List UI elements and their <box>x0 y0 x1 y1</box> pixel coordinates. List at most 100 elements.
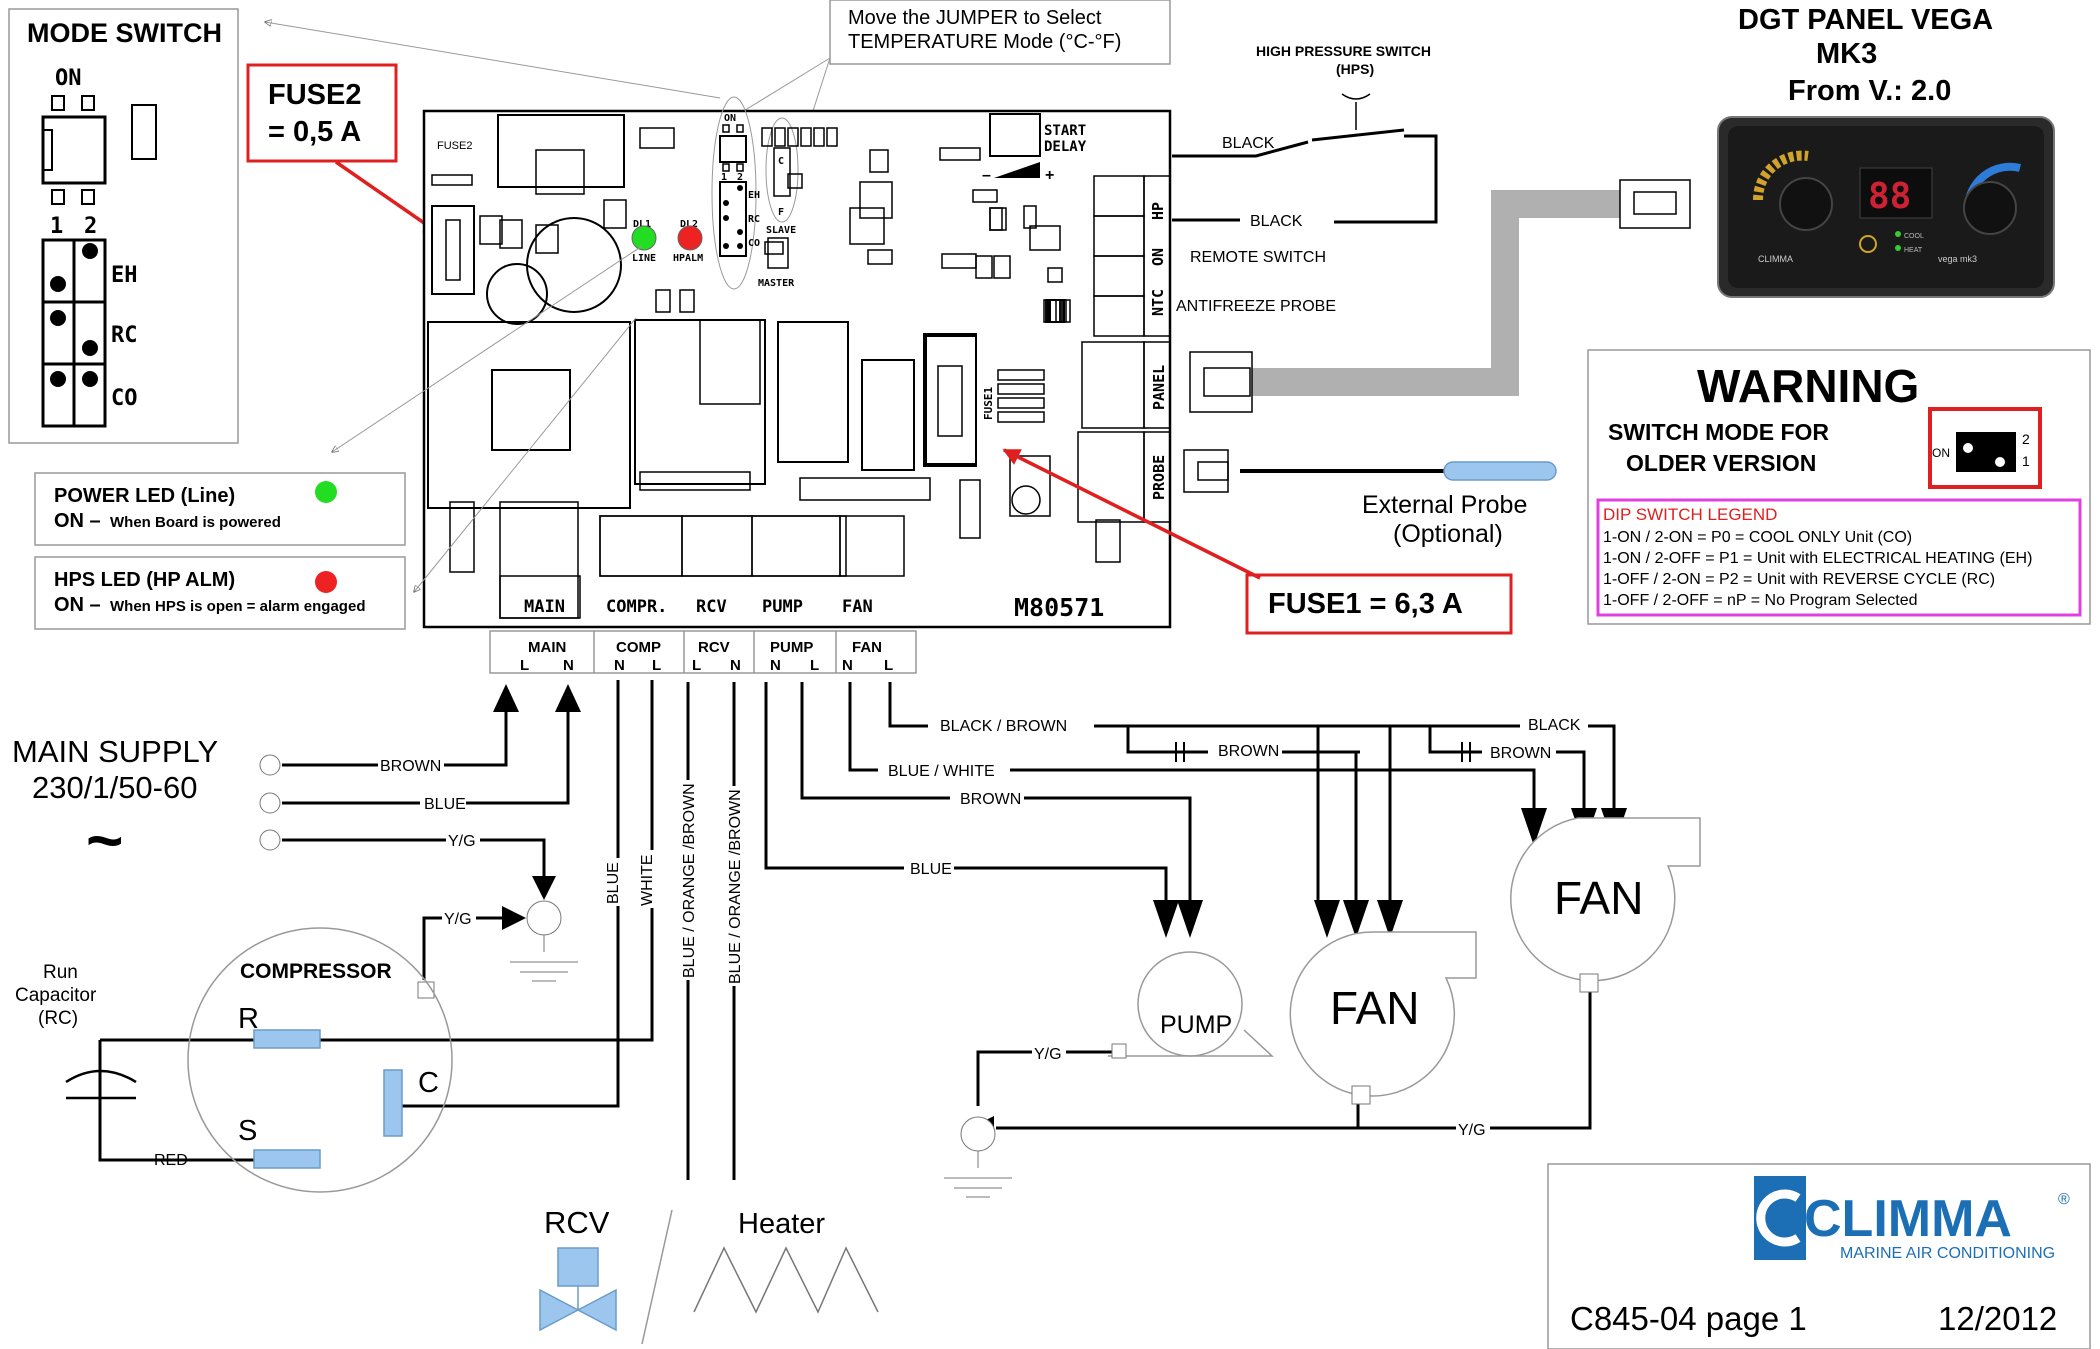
mode-switch-box: MODE SWITCH ON 1 2 EH RC CO <box>8 8 239 444</box>
heater-label: Heater <box>738 1208 825 1240</box>
comp-yg: Y/G <box>444 911 472 928</box>
board-hpalm-label: HPALM <box>673 253 703 264</box>
panel-title-3: From V.: 2.0 <box>1788 75 1951 107</box>
pcb-board: FUSE2 <box>422 96 1172 629</box>
board-on-label: ON <box>1149 248 1167 266</box>
term-main-l: L <box>520 657 529 674</box>
board-dip-co: CO <box>748 238 760 249</box>
board-ntc-label: NTC <box>1149 289 1167 316</box>
term-pump-n: N <box>770 657 781 674</box>
remote-switch-label: REMOTE SWITCH <box>1190 249 1326 266</box>
wire-white-comp: WHITE <box>639 854 656 906</box>
supply-label-1: MAIN SUPPLY <box>12 734 218 769</box>
supply-yg: Y/G <box>448 833 476 850</box>
mode-switch-title: MODE SWITCH <box>27 18 222 48</box>
pump-label: PUMP <box>1160 1011 1232 1039</box>
cap-line1: Run <box>43 962 78 983</box>
board-jumper-c: C <box>778 156 784 167</box>
board-fuse2-label: FUSE2 <box>437 140 472 152</box>
wire-blue-comp: BLUE <box>605 862 622 904</box>
fan-1: FAN <box>1289 931 1477 1105</box>
ext-probe-line1: External Probe <box>1362 491 1527 519</box>
rcv-label: RCV <box>544 1205 610 1240</box>
mode-switch-rc: RC <box>111 323 138 348</box>
power-led-legend: POWER LED (Line) ON – When Board is powe… <box>34 245 643 546</box>
term-fan: FAN <box>852 639 882 656</box>
panel-title-1: DGT PANEL VEGA <box>1738 4 1993 36</box>
hps-led-dot <box>315 571 337 593</box>
term-comp-n: N <box>614 657 625 674</box>
legend-line-3: 1-OFF / 2-ON = P2 = Unit with REVERSE CY… <box>1603 571 1995 588</box>
wire-labels: BROWN BLUE Y/G Y/G BLUE WHITE BLUE / ORA… <box>378 714 1588 1139</box>
footer-doc: C845-04 page 1 <box>1570 1300 1807 1337</box>
warning-dip-2: 2 <box>2022 431 2030 447</box>
jumper-note-line2: TEMPERATURE Mode (°C-°F) <box>848 31 1121 53</box>
warning-sub1: SWITCH MODE FOR <box>1608 419 1829 445</box>
external-probe: External Probe (Optional) <box>1183 449 1557 548</box>
mode-switch-on: ON <box>55 66 82 91</box>
power-led-desc: When Board is powered <box>110 514 281 531</box>
hps-title: HIGH PRESSURE SWITCH <box>1256 43 1431 59</box>
term-rcv-n: N <box>730 657 741 674</box>
cap-line3: (RC) <box>38 1008 78 1029</box>
hps-switch: HIGH PRESSURE SWITCH (HPS) BLACK BLACK R… <box>1172 43 1438 315</box>
board-dip-1: 1 <box>721 172 727 183</box>
board-dip-on: ON <box>724 113 736 124</box>
board-delay-minus: – <box>982 167 991 184</box>
legend-title: DIP SWITCH LEGEND <box>1603 505 1777 524</box>
fuse2-line2: = 0,5 A <box>268 116 361 148</box>
legend-line-4: 1-OFF / 2-OFF = nP = No Program Selected <box>1603 592 1917 609</box>
wire-yg-pump: Y/G <box>1034 1046 1062 1063</box>
compressor-s: S <box>238 1115 257 1147</box>
hps-led-title: HPS LED (HP ALM) <box>54 569 235 591</box>
cap-line2: Capacitor <box>15 985 97 1006</box>
board-slave: SLAVE <box>766 225 796 236</box>
board-jumper-f: F <box>778 207 784 218</box>
fuse2-callout: FUSE2 = 0,5 A <box>246 63 442 236</box>
power-led-on: ON – <box>54 510 101 532</box>
term-pump-l: L <box>810 657 819 674</box>
compressor-c: C <box>418 1067 439 1099</box>
board-dl2: DL2 <box>680 219 698 230</box>
warning-dip-on: ON <box>1932 446 1950 460</box>
heater: Heater <box>693 1208 879 1314</box>
compressor-r: R <box>238 1003 259 1035</box>
warning-title: WARNING <box>1697 360 1919 412</box>
wire-brown-pump: BROWN <box>960 791 1021 808</box>
term-rcv: RCV <box>698 639 730 656</box>
board-line-label: LINE <box>632 253 656 264</box>
compressor: COMPRESSOR R C S RED Run Capacitor (RC) <box>15 927 453 1193</box>
board-dl1: DL1 <box>633 219 651 230</box>
wire-black-fan: BLACK <box>1528 717 1581 734</box>
hps-black-1: BLACK <box>1222 135 1275 152</box>
warning-sub2: OLDER VERSION <box>1626 450 1816 476</box>
fuse2-line1: FUSE2 <box>268 79 361 111</box>
legend-line-1: 1-ON / 2-ON = P0 = COOL ONLY Unit (CO) <box>1603 529 1912 546</box>
supply-blue: BLUE <box>424 796 466 813</box>
wire-brown-2: BROWN <box>1490 745 1551 762</box>
board-model: M80571 <box>1014 593 1104 622</box>
board-hpalm-led <box>677 225 703 251</box>
mode-switch-co: CO <box>111 386 138 411</box>
mode-switch-2: 2 <box>84 214 97 239</box>
board-hp-label: HP <box>1149 202 1167 220</box>
board-fan-label: FAN <box>842 597 873 617</box>
wire-yg-fan: Y/G <box>1458 1122 1486 1139</box>
compressor-title: COMPRESSOR <box>240 960 392 983</box>
panel-brand: CLIMMA <box>1758 254 1793 264</box>
warning-dip-1: 1 <box>2022 453 2030 469</box>
mode-switch-1: 1 <box>50 214 63 239</box>
wire-rcv-2: BLUE / ORANGE /BROWN <box>727 789 744 984</box>
board-compr-label: COMPR. <box>606 597 667 617</box>
title-block: CLIMMA ® MARINE AIR CONDITIONING C845-04… <box>1547 1163 2091 1349</box>
wire-rcv-1: BLUE / ORANGE /BROWN <box>681 783 698 978</box>
fan2-label: FAN <box>1554 872 1643 924</box>
terminal-strip: MAIN L N COMP N L RCV L N PUMP N L FAN N… <box>489 630 917 674</box>
hps-black-2: BLACK <box>1250 213 1303 230</box>
panel-cool: COOL <box>1904 233 1924 240</box>
wire-brown-1: BROWN <box>1218 743 1279 760</box>
legend-line-2: 1-ON / 2-OFF = P1 = Unit with ELECTRICAL… <box>1603 550 2032 567</box>
wire-black-brown: BLACK / BROWN <box>940 718 1067 735</box>
